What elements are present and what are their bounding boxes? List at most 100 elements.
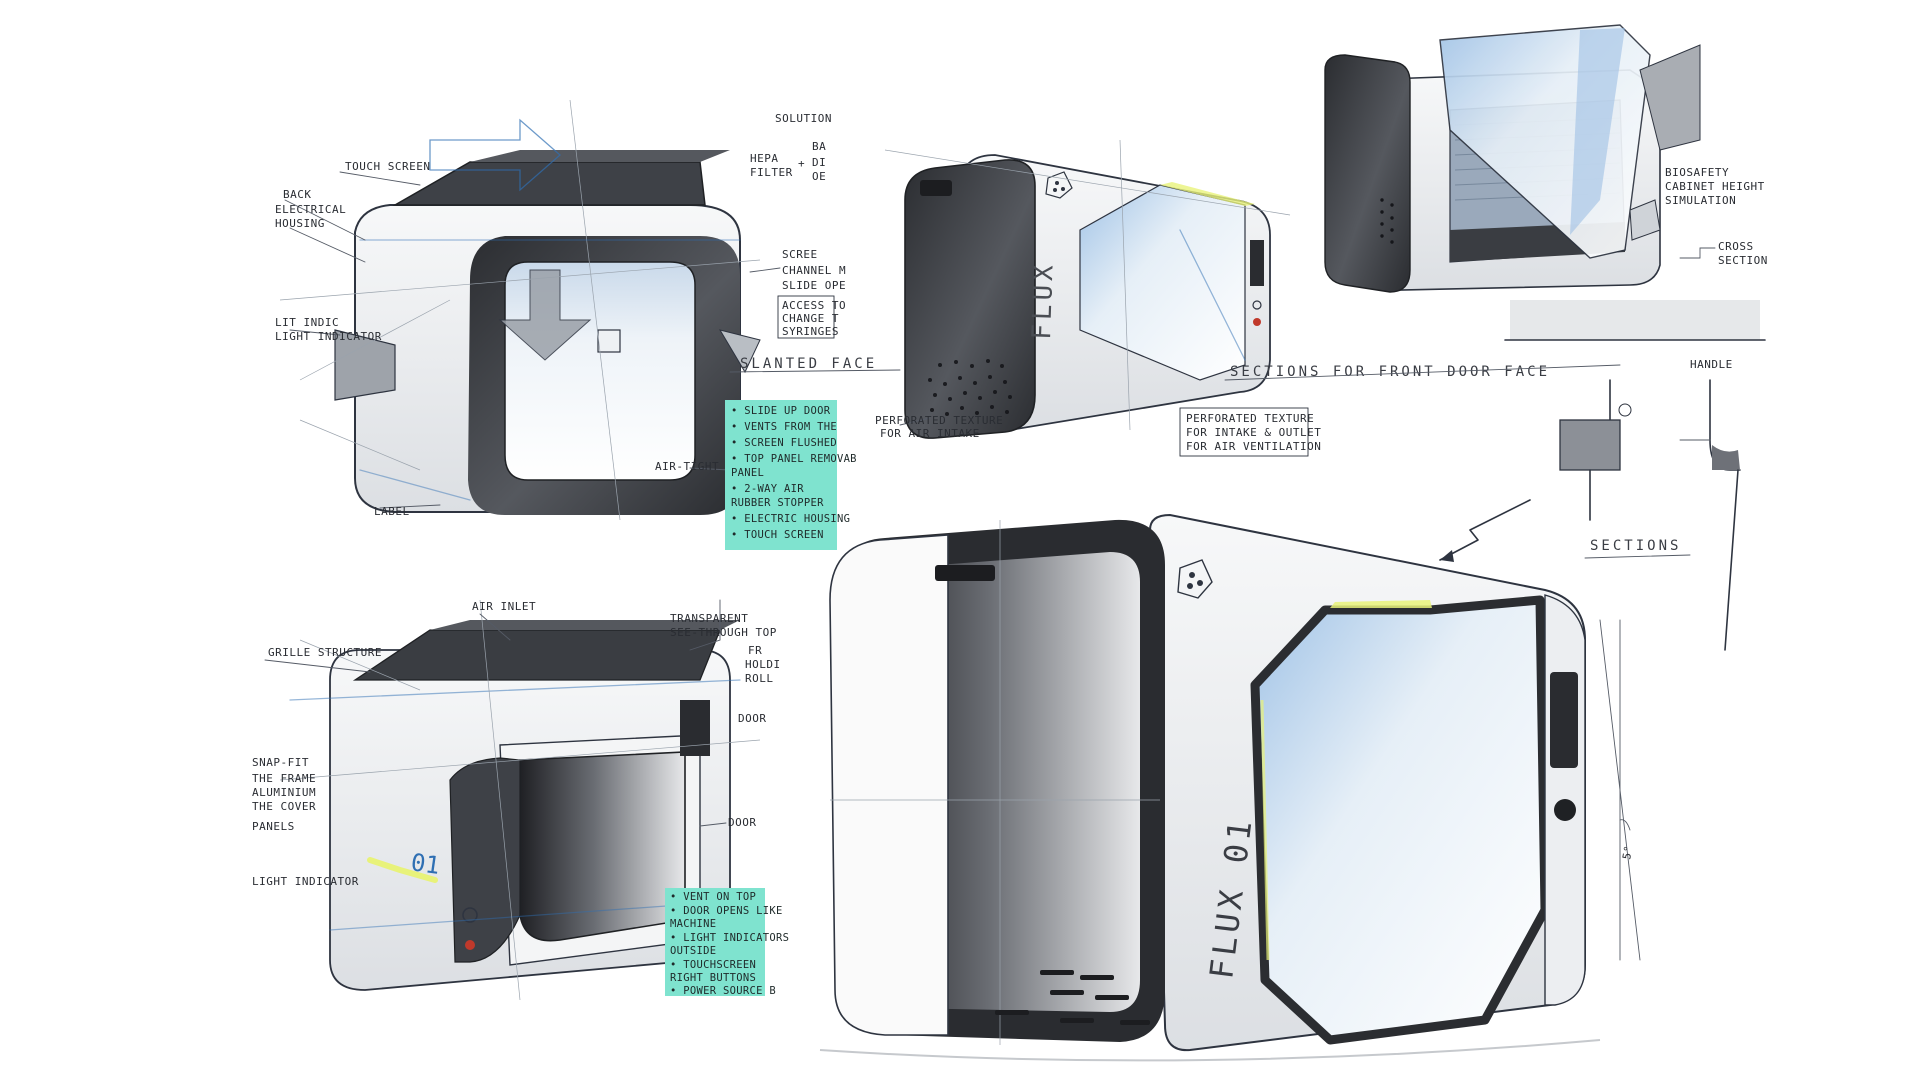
label-housing: HOUSING [275,217,325,230]
sketch5-logo-hex-icon [1177,559,1213,599]
sketch3-dark-face [1324,54,1411,293]
note2-line-6: RIGHT BUTTONS [670,972,756,984]
note2-line-2: MACHINE [670,918,716,930]
note2-line-0: • VENT ON TOP [670,891,756,903]
sketch5-vent-slots [995,970,1150,1025]
sketch2-logo-hex-icon [1045,171,1073,199]
label-see-through: SEE-THROUGH TOP [670,626,777,639]
note2-line-7: • POWER SOURCE B [670,985,776,997]
label-filter: FILTER [750,166,793,179]
sketch-1-slide-door-cabinet: TOUCH SCREEN BACK ELECTRICAL HOUSING LIT… [275,99,901,550]
sketch5-side-screen [1550,672,1578,768]
label-sections-front: SECTIONS FOR FRONT DOOR FACE [1230,364,1550,380]
label-air-tight: AIR-TIGHT [655,460,719,473]
label-roll: ROLL [745,672,774,685]
perforation-dots [928,359,1012,416]
label-lit-indic: LIT INDIC [275,316,339,329]
label-door: DOOR [728,816,757,829]
label-light-indicator-4: LIGHT INDICATOR [252,875,359,888]
note1-line-3: • TOP PANEL REMOVAB [731,453,857,465]
note1-line-8: • TOUCH SCREEN [731,529,824,541]
label-air-inlet: AIR INLET [472,600,536,613]
sketch5-handle-slot [935,565,995,581]
sticky-note-1-text: • SLIDE UP DOOR • VENTS FROM THE • SCREE… [731,405,857,541]
sketch5-hex-door [1250,595,1550,1045]
label-slanted-face: SLANTED FACE [740,356,877,372]
sketch4-side-screen [680,700,710,756]
sticky-note-1 [725,400,837,550]
note2-line-4: OUTSIDE [670,945,716,957]
label-perforated-texture: PERFORATED TEXTURE [875,414,1003,427]
sketch2-side-screen [1250,240,1264,286]
sketch4-power-indicator-icon [465,940,475,950]
sketch4-door-window [519,751,686,942]
label-perforated-note-2: FOR INTAKE & OUTLET [1186,426,1321,439]
sketch-4-side-door-cabinet: 01 AIR INLET TRANSPARENT SEE-THROUGH TOP… [252,599,789,1001]
note1-line-0: • SLIDE UP DOOR [731,405,831,417]
label-panels: PANELS [252,820,295,833]
label-section: SECTION [1718,254,1768,267]
label-solution: SOLUTION [775,112,832,125]
label-perforated-note-3: FOR AIR VENTILATION [1186,440,1321,453]
sketch2-power-indicator-icon [1253,318,1261,326]
label-back: BACK [283,188,312,201]
sticky-note-2 [665,888,765,996]
note1-line-2: • SCREEN FLUSHED [731,437,837,449]
label-touch-screen: TOUCH SCREEN [345,160,430,173]
sketch5-angle-label: 5° [1620,844,1635,860]
sketch2-perforated-face [904,159,1036,439]
label-light-indicator: LIGHT INDICATOR [275,330,382,343]
note1-line-7: • ELECTRIC HOUSING [731,513,850,525]
label-syringes: SYRINGES [782,325,839,338]
note1-line-6: RUBBER STOPPER [731,497,824,509]
sketch-3-open-cabinet: BIOSAFETY CABINET HEIGHT SIMULATION CROS… [1324,24,1768,651]
label-fr: FR [748,644,762,657]
section-details: SECTIONS [1559,379,1741,651]
sketch4-brand: 01 [409,848,442,880]
label-hepa: HEPA [750,152,779,165]
label-the-frame: THE FRAME [252,772,316,785]
label-grille: GRILLE STRUCTURE [268,646,382,659]
note1-line-4: PANEL [731,467,764,479]
label-simulation: SIMULATION [1665,194,1736,207]
sketch2-handle-slot [920,180,952,196]
label-access: ACCESS TO [782,299,846,312]
note1-line-1: • VENTS FROM THE [731,421,837,433]
label-cabinet-height: CABINET HEIGHT [1665,180,1765,193]
label-holdi: HOLDI [745,658,781,671]
label-change: CHANGE T [782,312,839,325]
label-screen: SCREE [782,248,818,261]
label-transparent: TRANSPARENT [670,612,748,625]
note2-line-3: • LIGHT INDICATORS [670,932,789,944]
sketch2-button-icon [1252,300,1262,310]
label-air-intake: FOR AIR INTAKE [880,427,980,440]
label-snap-fit: SNAP-FIT [252,756,309,769]
label-ba: BA [812,140,826,153]
label-biosafety: BIOSAFETY [1665,166,1729,179]
label-channel: CHANNEL M [782,264,846,277]
sketch1-top-panel [392,161,706,206]
sticky-note-2-text: • VENT ON TOP • DOOR OPENS LIKE MACHINE … [670,891,789,997]
sketch4-dial-icon [462,907,478,923]
label-handle: HANDLE [1690,358,1733,371]
label-cross: CROSS [1718,240,1754,253]
sketch-2-flux-perforated: FLUX PERFORATED TEXTURE FOR AIR INTAKE P… [875,139,1621,457]
sketch-5-flux-01-render: FLUX 01 5° [819,499,1641,1062]
label-the-cover: THE COVER [252,800,316,813]
note2-line-1: • DOOR OPENS LIKE [670,905,783,917]
label-sections: SECTIONS [1590,538,1681,554]
note1-line-5: • 2-WAY AIR [731,483,804,495]
label-door-top: DOOR [738,712,767,725]
sketch5-power-button-icon [1554,799,1576,821]
label-slides: SLIDE OPE [782,279,846,292]
label-electrical: ELECTRICAL [275,203,346,216]
label-label: LABEL [374,505,410,518]
plus-sign: + [798,157,805,170]
label-oe: OE [812,170,826,183]
sketch4-top-panel [352,629,721,681]
note2-line-5: • TOUCHSCREEN [670,959,756,971]
label-perforated-note-1: PERFORATED TEXTURE [1186,412,1314,425]
sketch2-brand: FLUX [1027,261,1060,341]
